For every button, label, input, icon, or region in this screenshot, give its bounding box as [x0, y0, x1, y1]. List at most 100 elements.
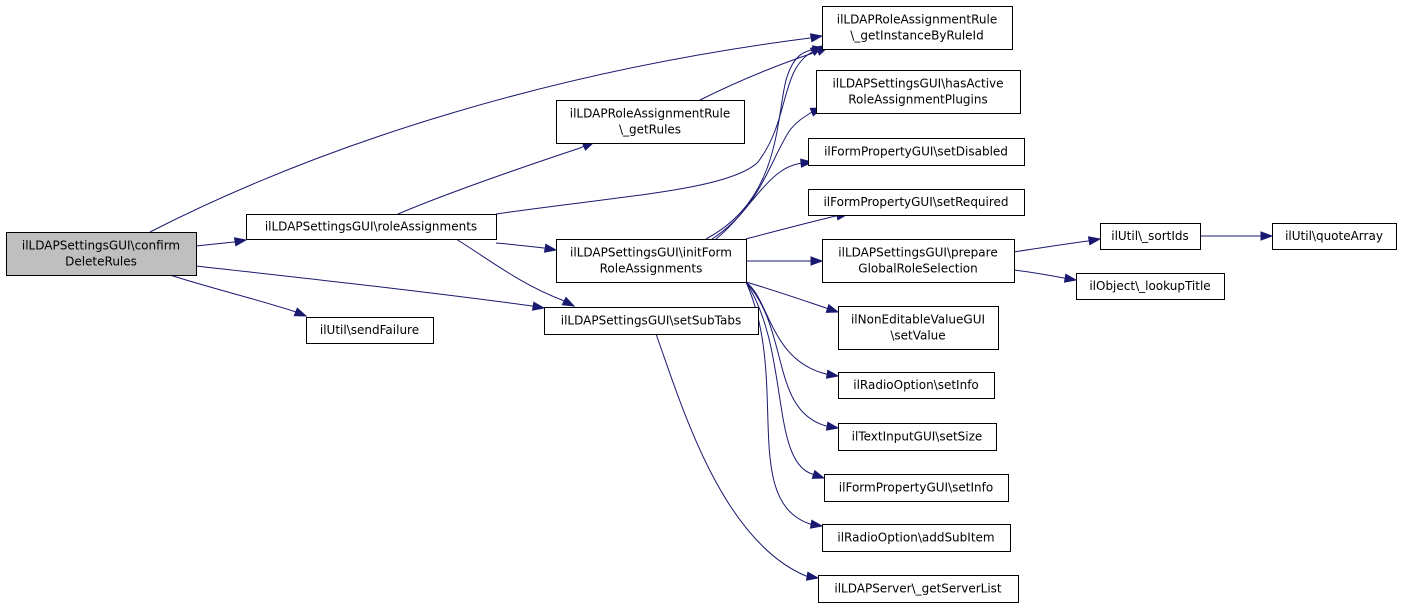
edge-confirmDeleteRules-to-setSubTabs — [195, 265, 546, 311]
node-box — [838, 423, 997, 451]
edge-line — [495, 51, 813, 215]
edge-line — [745, 215, 837, 240]
node-setDisabled[interactable]: ilFormPropertyGUI\setDisabled — [808, 138, 1025, 166]
node-label-line: ilFormPropertyGUI\setDisabled — [824, 145, 1008, 159]
node-quoteArray[interactable]: ilUtil\quoteArray — [1272, 223, 1397, 250]
node-box — [544, 307, 759, 335]
node-box — [6, 232, 197, 276]
arrow-head-icon — [809, 33, 824, 43]
arrow-head-icon — [825, 421, 840, 431]
node-getServerList[interactable]: ilLDAPServer\_getServerList — [818, 575, 1019, 603]
node-label-line: \setValue — [890, 329, 945, 343]
edge-roleAssignments-to-getRules — [397, 141, 596, 215]
node-roleAssignments[interactable]: ilLDAPSettingsGUI\roleAssignments — [246, 214, 497, 240]
edge-confirmDeleteRules-to-sendFailure — [169, 274, 308, 317]
arrow-head-icon — [1063, 273, 1078, 283]
arrow-head-icon — [531, 301, 546, 311]
node-box — [306, 317, 434, 344]
node-getInstanceByRuleId[interactable]: ilLDAPRoleAssignmentRule \_getInstanceByR… — [822, 6, 1013, 50]
node-label-line: ilLDAPSettingsGUI\confirm — [22, 239, 180, 253]
node-label-line: ilLDAPSettingsGUI\setSubTabs — [561, 314, 741, 328]
node-setSize[interactable]: ilTextInputGUI\setSize — [838, 423, 997, 451]
arrow-head-icon — [811, 469, 826, 479]
edge-initFormRoleAssignments-to-setSize — [745, 281, 840, 431]
node-box — [808, 189, 1025, 216]
node-lookupTitle[interactable]: ilObject\_lookupTitle — [1076, 273, 1225, 300]
node-box — [1076, 273, 1225, 300]
arrow-head-icon — [543, 243, 558, 253]
node-label-line: RoleAssignmentPlugins — [848, 93, 988, 107]
edge-line — [1013, 240, 1089, 253]
node-label-line: ilLDAPSettingsGUI\roleAssignments — [265, 220, 477, 234]
arrow-head-icon — [800, 158, 814, 168]
node-box — [556, 100, 745, 144]
node-label-line: RoleAssignments — [600, 262, 703, 276]
node-radioSetInfo[interactable]: ilRadioOption\setInfo — [838, 372, 995, 399]
node-label-line: ilFormPropertyGUI\setInfo — [839, 481, 993, 495]
edge-line — [455, 238, 563, 301]
node-initFormRoleAssignments[interactable]: ilLDAPSettingsGUI\initFormRoleAssignment… — [556, 239, 747, 283]
edge-getRules-to-getInstanceByRuleId — [699, 46, 830, 101]
edge-line — [397, 147, 581, 215]
node-label-line: ilLDAPSettingsGUI\initForm — [570, 246, 732, 260]
node-label-line: \_getRules — [619, 123, 681, 137]
node-box — [822, 524, 1011, 552]
arrow-head-icon — [811, 45, 826, 55]
nodes-layer: ilLDAPSettingsGUI\confirmDeleteRulesilLD… — [6, 6, 1397, 603]
node-label-line: ilUtil\sendFailure — [320, 323, 419, 337]
node-sortIds[interactable]: ilUtil\_sortIds — [1100, 223, 1201, 250]
edge-line — [745, 281, 827, 427]
node-sendFailure[interactable]: ilUtil\sendFailure — [306, 317, 434, 344]
arrow-head-icon — [1260, 231, 1274, 241]
node-box — [246, 214, 497, 240]
edge-line — [195, 241, 235, 247]
node-label-line: ilLDAPSettingsGUI\hasActive — [832, 77, 1003, 91]
node-label-line: ilNonEditableValueGUI — [851, 313, 985, 327]
edge-line — [699, 51, 817, 101]
node-box — [824, 474, 1009, 502]
edge-line — [1013, 269, 1065, 279]
node-prepareGlobalRoleSelection[interactable]: ilLDAPSettingsGUI\prepareGlobalRoleSelec… — [822, 239, 1015, 283]
node-setSubTabs[interactable]: ilLDAPSettingsGUI\setSubTabs — [544, 307, 759, 335]
node-label-line: ilFormPropertyGUI\setRequired — [823, 195, 1008, 209]
edge-line — [655, 333, 807, 577]
node-box — [838, 372, 995, 399]
node-formSetInfo[interactable]: ilFormPropertyGUI\setInfo — [824, 474, 1009, 502]
node-box — [1100, 223, 1201, 250]
edges-layer — [149, 33, 1274, 581]
edge-line — [149, 37, 811, 233]
node-box — [838, 306, 999, 350]
node-hasActiveRoleAssignmentPlugins[interactable]: ilLDAPSettingsGUI\hasActiveRoleAssignmen… — [816, 70, 1021, 114]
node-setRequired[interactable]: ilFormPropertyGUI\setRequired — [808, 189, 1025, 216]
node-setValue[interactable]: ilNonEditableValueGUI \setValue — [838, 306, 999, 350]
arrow-head-icon — [561, 296, 576, 307]
node-box — [808, 138, 1025, 166]
node-label-line: ilRadioOption\addSubItem — [837, 531, 994, 545]
arrow-head-icon — [810, 256, 824, 266]
edge-roleAssignments-to-initFormRoleAssignments — [495, 242, 558, 253]
edge-prepareGlobalRoleSelection-to-sortIds — [1013, 236, 1102, 253]
edge-initFormRoleAssignments-to-getInstanceByRuleId — [705, 45, 826, 240]
edge-initFormRoleAssignments-to-radioSetInfo — [745, 281, 840, 379]
edge-line — [715, 162, 803, 240]
node-addSubItem[interactable]: ilRadioOption\addSubItem — [822, 524, 1011, 552]
edge-line — [195, 265, 533, 307]
node-label-line: ilLDAPRoleAssignmentRule — [837, 13, 997, 27]
edge-initFormRoleAssignments-to-formSetInfo — [745, 281, 826, 479]
arrow-head-icon — [809, 519, 824, 529]
node-box — [816, 70, 1021, 114]
edge-setSubTabs-to-getServerList — [655, 333, 820, 581]
edge-initFormRoleAssignments-to-setValue — [745, 281, 840, 313]
edge-roleAssignments-to-setSubTabs — [455, 238, 576, 307]
node-getRules[interactable]: ilLDAPRoleAssignmentRule\_getRules — [556, 100, 745, 144]
edge-line — [169, 274, 297, 313]
node-label-line: GlobalRoleSelection — [858, 262, 977, 276]
node-box — [818, 575, 1019, 603]
arrow-head-icon — [293, 307, 308, 317]
node-box — [1272, 223, 1397, 250]
node-label-line: ilRadioOption\setInfo — [853, 378, 979, 392]
arrow-head-icon — [825, 303, 840, 313]
node-label-line: \_getInstanceByRuleId — [850, 29, 983, 43]
node-label-line: ilUtil\quoteArray — [1285, 229, 1383, 243]
